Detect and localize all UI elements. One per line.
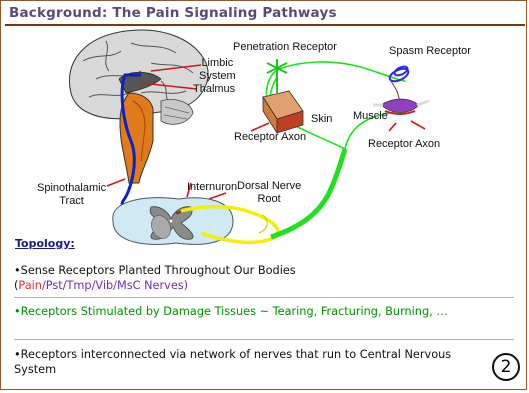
label-dorsal-nerve-root: Dorsal Nerve Root [237,180,301,206]
bullet-divider-1 [14,297,514,298]
label-spinothalamic-tract: Spinothalamic Tract [37,182,106,208]
bullet-1-pain: Pain [18,279,42,292]
label-spasm-receptor: Spasm Receptor [389,45,471,58]
bullet-sense-receptors: •Sense Receptors Planted Throughout Our … [14,263,504,293]
label-receptor-axon-right: Receptor Axon [368,138,440,151]
label-thalmus: Thalmus [193,83,235,96]
bullet-receptors-stimulated: •Receptors Stimulated by Damage Tissues … [14,304,504,319]
bullet-receptors-interconnected: •Receptors interconnected via network of… [14,347,469,377]
label-penetration-receptor: Penetration Receptor [233,41,337,54]
skin-block-icon [263,91,303,133]
label-skin: Skin [311,113,332,126]
label-receptor-axon-left: Receptor Axon [234,131,306,144]
bullet-1-nerve-types: /Pst/Tmp/Vib/MsC Nerves) [42,279,188,292]
page-number-badge: 2 [492,353,520,381]
bullet-1-line-1: •Sense Receptors Planted Throughout Our … [14,264,296,277]
brain-illustration [69,30,208,183]
topology-heading: Topology: [15,237,75,250]
label-muscle: Muscle [353,110,388,123]
penetration-receptor-icon [267,59,287,93]
label-limbic-system: Limbic System [199,57,236,83]
label-internuron: Internuron [187,181,237,194]
bullet-divider-2 [14,339,514,340]
